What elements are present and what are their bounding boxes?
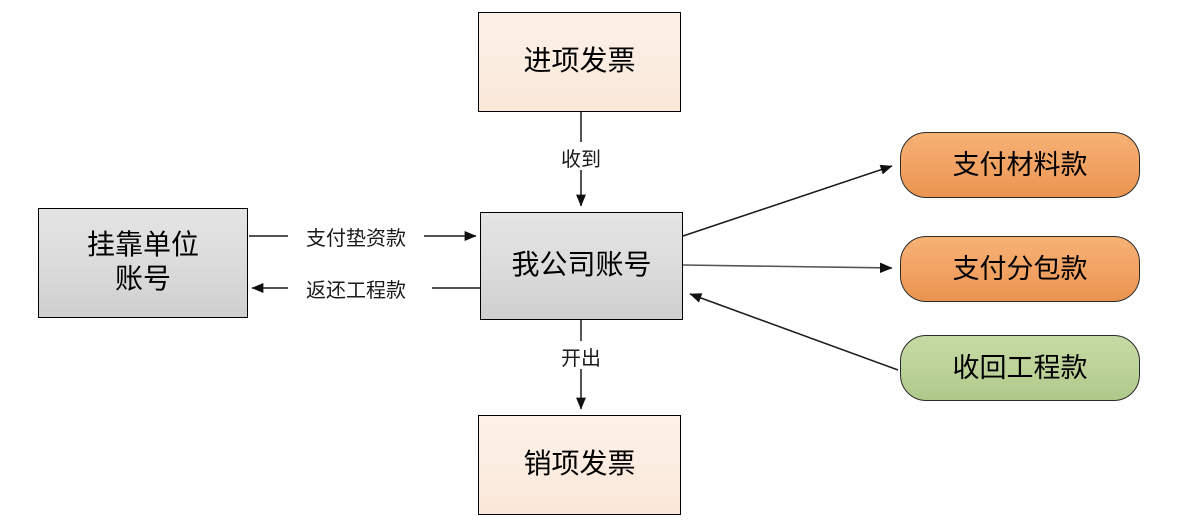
edge-label-issued: 开出 [561,348,601,370]
node-recover-project[interactable]: 收回工程款 [900,335,1140,401]
edge-label-advance: 支付垫资款 [306,228,406,250]
node-affiliate-account[interactable]: 挂靠单位 账号 [38,208,248,318]
edge-recover [689,293,899,371]
edge-label-received: 收到 [561,149,601,171]
node-output-invoice[interactable]: 销项发票 [478,415,681,515]
edge-label-return: 返还工程款 [306,280,406,302]
node-pay-subcontract[interactable]: 支付分包款 [900,236,1140,302]
node-input-invoice[interactable]: 进项发票 [478,12,681,112]
edge-pay-subcontract [682,262,893,274]
node-company-account[interactable]: 我公司账号 [480,212,683,320]
edge-pay-material [682,164,893,237]
node-pay-material[interactable]: 支付材料款 [900,132,1140,198]
